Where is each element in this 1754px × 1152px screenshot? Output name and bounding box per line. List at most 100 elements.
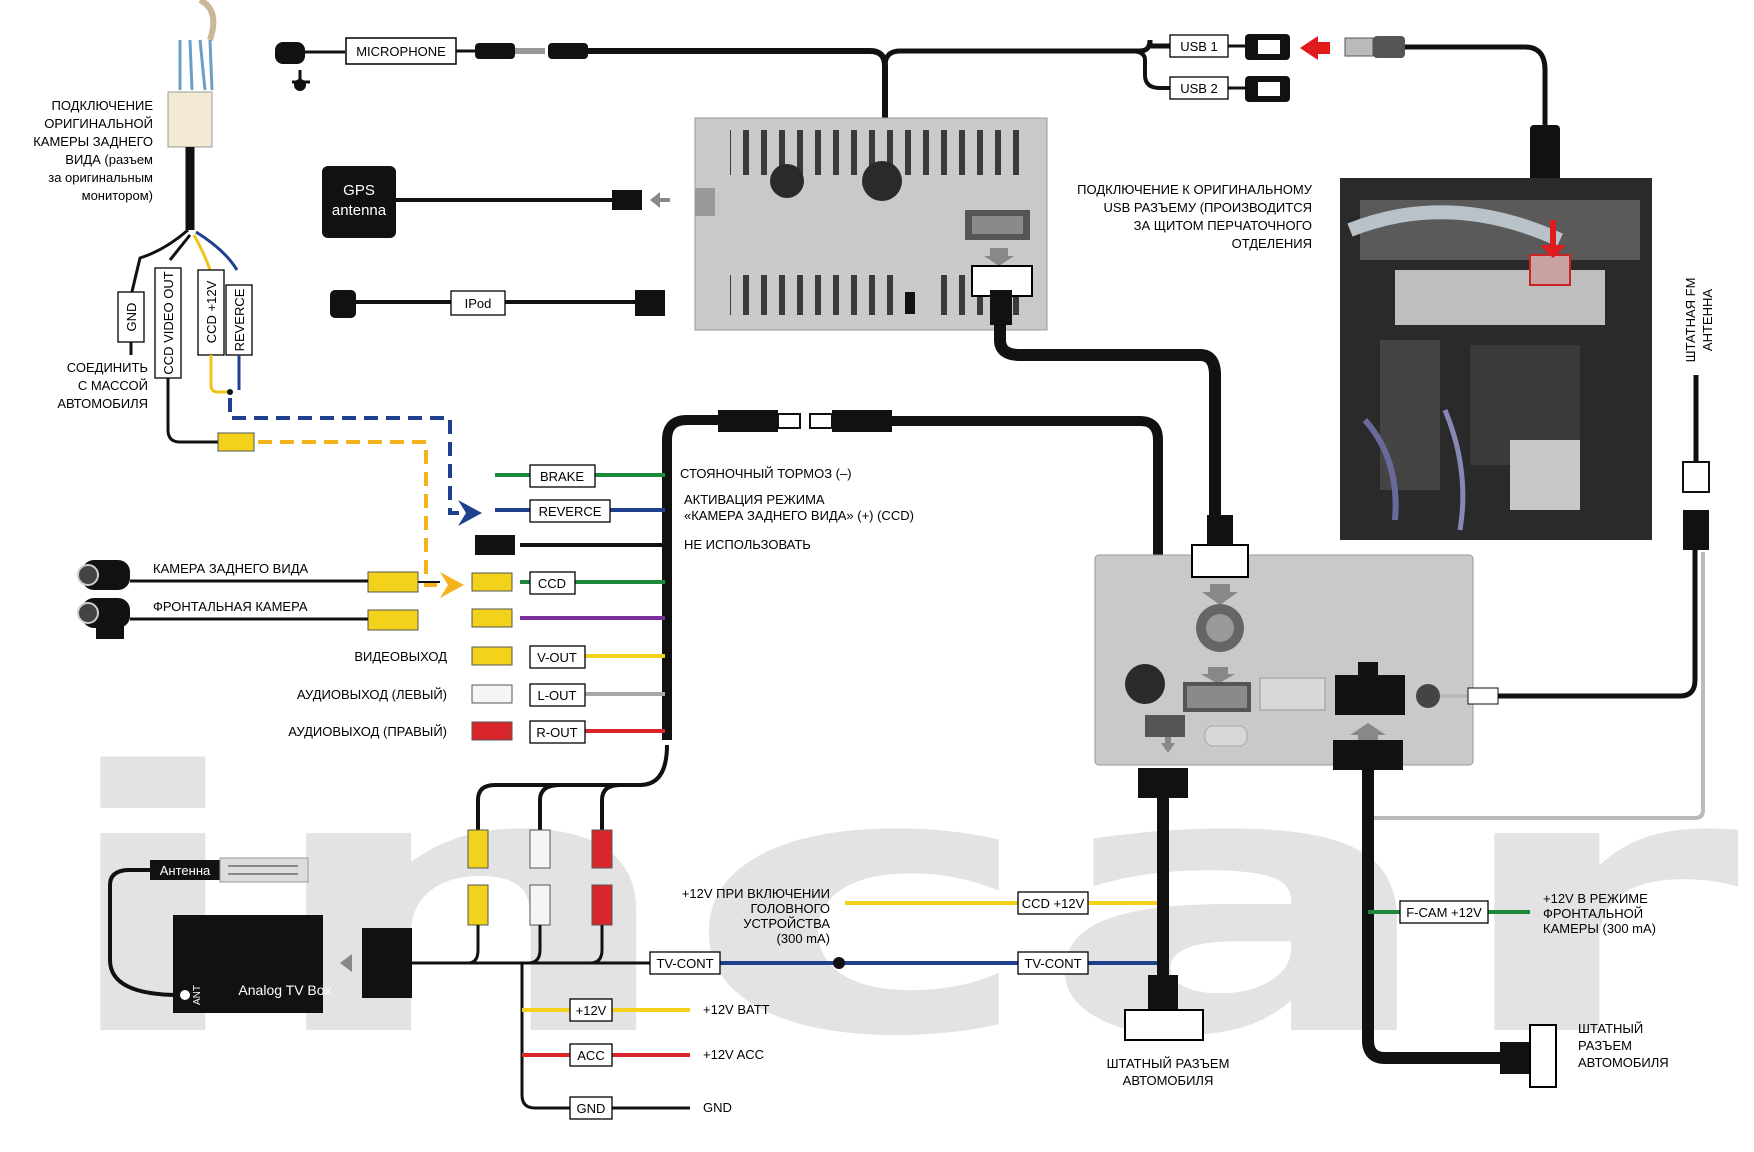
svg-text:СОЕДИНИТЬ: СОЕДИНИТЬ — [67, 360, 148, 375]
antenna-label: Антенна — [160, 863, 211, 878]
parking-brake-note: СТОЯНОЧНЫЙ ТОРМОЗ (–) — [680, 466, 852, 481]
stock-connector-1-note-line2: АВТОМОБИЛЯ — [1123, 1073, 1214, 1088]
audio-right-note: АУДИОВЫХОД (ПРАВЫЙ) — [288, 724, 447, 739]
gps-label-line2: antenna — [332, 202, 387, 219]
f-cam-label-box — [1399, 900, 1489, 924]
tv-cont-left-box — [649, 951, 721, 975]
reverse-note-line2: «КАМЕРА ЗАДНЕГО ВИДА» (+) (CCD) — [684, 508, 914, 523]
gnd-note: GND — [703, 1100, 732, 1115]
p12v-label: +12V — [576, 1003, 607, 1018]
svg-text:+12V В РЕЖИМЕ: +12V В РЕЖИМЕ — [1543, 891, 1648, 906]
svg-text:ОТДЕЛЕНИЯ: ОТДЕЛЕНИЯ — [1232, 236, 1312, 251]
antenna-connector — [219, 857, 309, 883]
ipod-label: IPod — [465, 296, 492, 311]
svg-text:+12V ПРИ ВКЛЮЧЕНИИ: +12V ПРИ ВКЛЮЧЕНИИ — [682, 886, 830, 901]
microphone-plug — [456, 43, 588, 59]
ant-label: ANT — [192, 985, 203, 1005]
not-used-note: НЕ ИСПОЛЬЗОВАТЬ — [684, 537, 811, 552]
svg-text:ГОЛОВНОГО: ГОЛОВНОГО — [750, 901, 830, 916]
svg-text:С МАССОЙ: С МАССОЙ — [78, 378, 148, 393]
microphone-label: MICROPHONE — [356, 44, 446, 59]
gps-label-line1: GPS — [343, 182, 375, 199]
svg-text:ПОДКЛЮЧЕНИЕ: ПОДКЛЮЧЕНИЕ — [51, 98, 153, 113]
usb-note: ПОДКЛЮЧЕНИЕ К ОРИГИНАЛЬНОМУ USB РАЗЪЕМУ … — [1077, 182, 1313, 251]
svg-text:ЗА ЩИТОМ ПЕРЧАТОЧНОГО: ЗА ЩИТОМ ПЕРЧАТОЧНОГО — [1134, 218, 1312, 233]
tv-cont-right-label: TV-CONT — [1024, 956, 1081, 971]
usb-cable — [882, 39, 1170, 67]
ipod-label-box — [450, 290, 506, 316]
stock-connector-2-note: ШТАТНЫЙ РАЗЪЕМ АВТОМОБИЛЯ — [1578, 1021, 1669, 1070]
front-camera-icon — [77, 598, 130, 639]
gnd-label-box — [569, 1096, 613, 1120]
microphone-label-box — [345, 37, 457, 65]
ground-note: СОЕДИНИТЬ С МАССОЙ АВТОМОБИЛЯ — [57, 360, 148, 411]
svg-text:КАМЕРЫ ЗАДНЕГО: КАМЕРЫ ЗАДНЕГО — [33, 134, 153, 149]
stock-connector-1-note-line1: ШТАТНЫЙ РАЗЪЕМ — [1107, 1056, 1230, 1071]
main-harness-trunk — [662, 415, 720, 740]
batt-note: +12V BATT — [703, 1002, 770, 1017]
acc-label: ACC — [577, 1048, 604, 1063]
svg-text:ПОДКЛЮЧЕНИЕ К ОРИГИНАЛЬНОМУ: ПОДКЛЮЧЕНИЕ К ОРИГИНАЛЬНОМУ — [1077, 182, 1313, 197]
ccd-label: CCD — [538, 576, 566, 591]
fm-antenna-plug — [1682, 461, 1710, 493]
f-cam-label: F-CAM +12V — [1406, 905, 1482, 920]
v-out-label: V-OUT — [537, 650, 577, 665]
r-out-label: R-OUT — [536, 725, 577, 740]
video-out-note: ВИДЕОВЫХОД — [354, 649, 447, 664]
reverce-vertical-box — [225, 284, 253, 356]
tv-box-harness-plug — [362, 928, 412, 998]
svg-text:(300 mA): (300 mA) — [777, 931, 830, 946]
reverce-vertical-label: REVERCE — [232, 288, 247, 351]
ccd-video-out-label: CCD VIDEO OUT — [161, 271, 176, 374]
brake-label: BRAKE — [540, 469, 584, 484]
gps-antenna-device — [322, 166, 396, 238]
dashed-reverce-route — [228, 398, 460, 515]
svg-text:монитором): монитором) — [82, 188, 153, 203]
fm-antenna-note-line2: АНТЕННА — [1700, 289, 1715, 351]
svg-text:USB РАЗЪЕМУ (ПРОИЗВОДИТСЯ: USB РАЗЪЕМУ (ПРОИЗВОДИТСЯ — [1104, 200, 1312, 215]
svg-text:ФРОНТАЛЬНОЙ: ФРОНТАЛЬНОЙ — [1543, 906, 1643, 921]
audio-left-note: АУДИОВЫХОД (ЛЕВЫЙ) — [297, 687, 447, 702]
svg-text:РАЗЪЕМ: РАЗЪЕМ — [1578, 1038, 1632, 1053]
l-out-label-box — [529, 683, 586, 707]
head-unit-harness-cable — [994, 296, 1221, 515]
original-camera-harness — [128, 0, 239, 301]
reverce-label-box — [529, 499, 611, 523]
head-unit-rear-panel — [694, 117, 1048, 331]
blue-arrow-icon — [458, 500, 482, 526]
head-unit-12v-note: +12V ПРИ ВКЛЮЧЕНИИ ГОЛОВНОГО УСТРОЙСТВА … — [682, 886, 831, 946]
svg-text:ОРИГИНАЛЬНОЙ: ОРИГИНАЛЬНОЙ — [44, 116, 153, 131]
svg-text:УСТРОЙСТВА: УСТРОЙСТВА — [743, 916, 830, 931]
l-out-label: L-OUT — [538, 688, 577, 703]
reverce-label: REVERCE — [539, 504, 602, 519]
ccd-12v-label-box — [1017, 891, 1089, 915]
head-unit-connector-panel — [1094, 515, 1474, 766]
r-out-label-box — [529, 720, 586, 744]
fm-antenna-cable — [1498, 550, 1698, 699]
usb2-label: USB 2 — [1180, 81, 1218, 96]
brake-label-box — [529, 464, 596, 488]
reverse-note-line1: АКТИВАЦИЯ РЕЖИМА — [684, 492, 825, 507]
v-out-label-box — [529, 645, 586, 669]
gnd-label: GND — [577, 1101, 606, 1116]
microphone-device — [275, 42, 345, 91]
ccd-label-box — [529, 571, 576, 595]
rear-camera-label: КАМЕРА ЗАДНЕГО ВИДА — [153, 561, 308, 576]
ccd-12v-vertical-label: CCD +12V — [204, 280, 219, 343]
usb2-port — [1228, 76, 1290, 102]
gnd-vertical-label: GND — [124, 303, 139, 332]
front-cam-12v-note: +12V В РЕЖИМЕ ФРОНТАЛЬНОЙ КАМЕРЫ (300 mA… — [1543, 891, 1656, 936]
car-interior-photo — [1340, 178, 1652, 540]
svg-text:АВТОМОБИЛЯ: АВТОМОБИЛЯ — [57, 396, 148, 411]
acc-note: +12V ACC — [703, 1047, 764, 1062]
usb1-label: USB 1 — [1180, 39, 1218, 54]
antenna-label-box — [150, 860, 220, 880]
ccd-12v-vertical-box — [197, 269, 225, 356]
rca-tv-plugs — [467, 829, 613, 926]
rca-plugs — [367, 571, 513, 741]
usb-plug — [1344, 36, 1405, 58]
analog-tv-box-label: Analog TV Box — [238, 982, 331, 998]
dashed-ccd-route — [258, 440, 440, 587]
